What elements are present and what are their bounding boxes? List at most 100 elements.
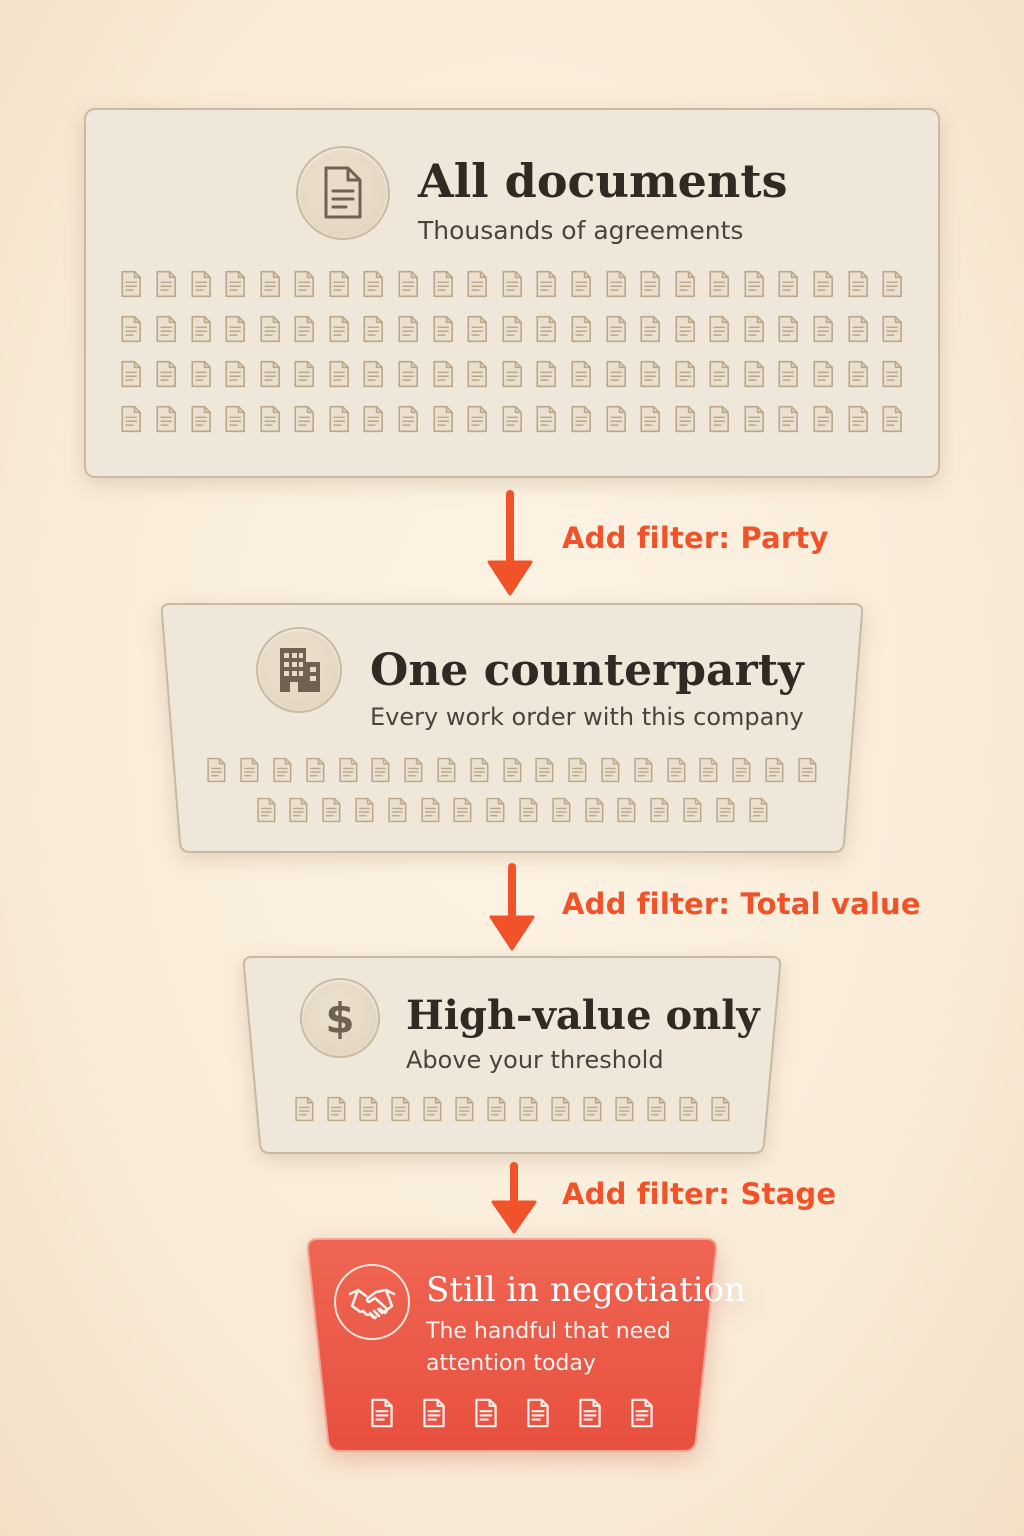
document-icon — [848, 315, 868, 343]
document-icon — [536, 315, 557, 343]
document-icon — [709, 315, 730, 343]
document-icon — [675, 315, 695, 343]
document-icon — [260, 360, 280, 388]
document-icon — [640, 270, 661, 298]
document-icon — [882, 360, 903, 388]
document-icon — [605, 405, 626, 433]
stage-4-badge — [334, 1264, 410, 1340]
document-icon — [422, 1096, 442, 1122]
stage-high-value: $ High-value only Above your threshold — [242, 956, 782, 1154]
document-icon — [156, 270, 176, 298]
document-icon — [121, 360, 142, 388]
document-icon — [748, 797, 768, 823]
document-icon — [191, 315, 211, 343]
stage-one-counterparty: One counterparty Every work order with t… — [160, 603, 864, 853]
document-icon — [605, 360, 626, 388]
stage-3-badge: $ — [300, 978, 380, 1058]
document-icon — [260, 315, 280, 343]
document-icon — [601, 757, 620, 783]
document-icon — [709, 360, 730, 388]
document-icon — [650, 797, 669, 823]
document-icon — [121, 270, 142, 298]
document-icon — [225, 360, 246, 388]
filter-label-total-value: Add filter: Total value — [562, 887, 921, 921]
document-icon — [519, 797, 538, 823]
document-icon — [882, 315, 903, 343]
document-icon — [502, 405, 522, 433]
document-icon — [571, 405, 591, 433]
stage-title: Still in negotiation — [426, 1270, 746, 1310]
document-icon — [502, 757, 522, 783]
document-icon — [121, 315, 142, 343]
document-icon — [631, 1398, 653, 1428]
document-icon — [467, 405, 488, 433]
stage-all-documents: All documents Thousands of agreements — [84, 108, 940, 478]
document-icon — [535, 757, 554, 783]
document-icon — [225, 270, 246, 298]
document-icon — [709, 405, 730, 433]
document-icon — [640, 360, 661, 388]
document-icon — [568, 757, 587, 783]
document-row — [180, 757, 844, 783]
document-icon — [327, 1096, 346, 1122]
document-icon — [294, 270, 315, 298]
document-icon — [571, 315, 591, 343]
document-icon — [191, 360, 211, 388]
stage-subtitle: Every work order with this company — [370, 703, 804, 731]
document-icon — [398, 360, 418, 388]
document-icon — [398, 270, 418, 298]
document-icon — [709, 270, 730, 298]
document-icon — [518, 1096, 538, 1122]
document-icon — [156, 360, 176, 388]
document-grid — [180, 757, 844, 823]
document-icon — [294, 405, 315, 433]
document-icon — [371, 757, 390, 783]
filter-label-party: Add filter: Party — [562, 521, 829, 555]
document-row — [326, 1398, 698, 1428]
document-icon — [813, 315, 833, 343]
document-icon — [732, 757, 751, 783]
document-icon — [433, 270, 453, 298]
document-icon — [355, 797, 374, 823]
document-icon — [453, 797, 472, 823]
stage-2-badge — [256, 627, 342, 713]
document-row — [104, 360, 920, 388]
document-icon — [363, 270, 384, 298]
document-icon — [404, 757, 423, 783]
stage-still-in-negotiation: Still in negotiation The handful that ne… — [306, 1238, 746, 1452]
stage-subtitle: Above your threshold — [406, 1046, 664, 1074]
document-icon — [675, 360, 695, 388]
document-icon — [778, 360, 799, 388]
stage-1-badge — [296, 146, 390, 240]
document-row — [262, 1096, 762, 1122]
document-icon — [359, 1096, 378, 1122]
document-icon — [486, 797, 505, 823]
document-icon — [536, 270, 557, 298]
document-icon — [536, 405, 557, 433]
document-icon — [848, 270, 868, 298]
stage-title: All documents — [418, 154, 788, 208]
document-icon — [778, 315, 799, 343]
document-row — [104, 315, 920, 343]
document-row — [104, 405, 920, 433]
document-icon — [467, 315, 488, 343]
document-icon — [329, 270, 349, 298]
document-icon — [716, 797, 735, 823]
document-icon — [640, 405, 661, 433]
document-icon — [848, 360, 868, 388]
document-icon — [191, 405, 211, 433]
document-grid — [262, 1096, 762, 1122]
arrow-down-icon — [487, 490, 533, 596]
document-icon — [882, 270, 903, 298]
document-icon — [363, 360, 384, 388]
document-icon — [778, 405, 799, 433]
document-icon — [502, 360, 522, 388]
document-icon — [605, 315, 626, 343]
document-icon — [398, 315, 418, 343]
document-icon — [666, 757, 686, 783]
document-icon — [475, 1398, 497, 1428]
document-icon — [646, 1096, 665, 1122]
document-icon — [191, 270, 211, 298]
document-icon — [582, 1096, 602, 1122]
document-icon — [744, 360, 764, 388]
